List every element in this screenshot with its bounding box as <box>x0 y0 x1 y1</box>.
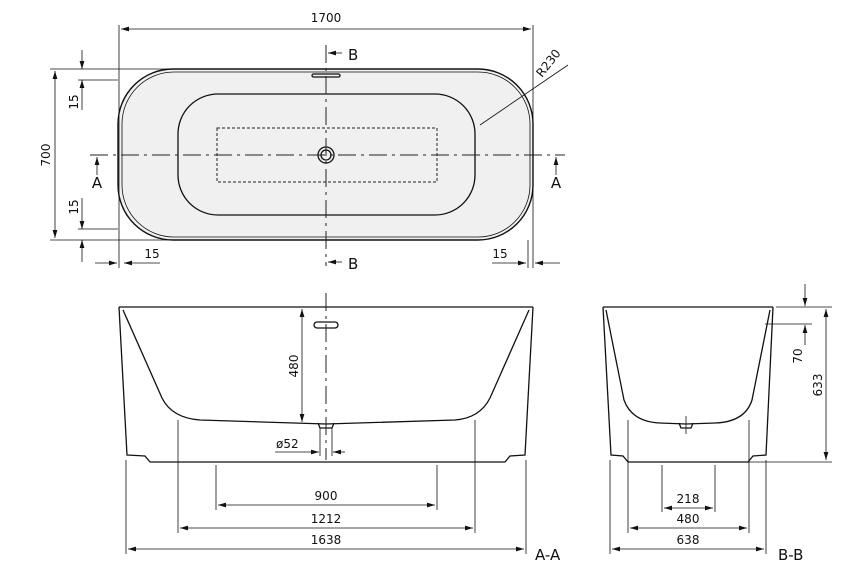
dim-width: 700 <box>39 144 53 167</box>
dim-inner-feet: 218 <box>677 492 700 506</box>
dim-edge-right: 15 <box>492 247 507 261</box>
top-view: 1700 700 15 15 15 15 R230 A A B B <box>39 11 569 273</box>
dim-drain: ø52 <box>276 437 299 451</box>
section-mark-a-right: A <box>551 174 562 192</box>
dim-bottom-length: 1638 <box>311 533 342 547</box>
dim-radius: R230 <box>533 47 563 80</box>
section-label-b-b: B-B <box>778 546 803 564</box>
dim-base-width: 480 <box>677 512 700 526</box>
section-a-a: 480 ø52 900 1212 1638 A-A <box>118 293 561 564</box>
dim-base-width: 1212 <box>311 512 342 526</box>
dim-inner-feet: 900 <box>315 489 338 503</box>
section-label-a-a: A-A <box>535 546 561 564</box>
section-b-b: 70 633 218 480 638 B-B <box>602 284 832 564</box>
dim-edge-bottom: 15 <box>67 199 81 214</box>
section-mark-a-left: A <box>92 174 103 192</box>
dim-rim-slope: 70 <box>791 348 805 363</box>
dim-height: 633 <box>811 374 825 397</box>
section-mark-b-top: B <box>348 46 358 64</box>
dim-depth: 480 <box>287 355 301 378</box>
section-mark-b-bottom: B <box>348 255 358 273</box>
dim-bottom-width: 638 <box>677 533 700 547</box>
dim-edge-top: 15 <box>67 94 81 109</box>
dim-length: 1700 <box>311 11 342 25</box>
dim-edge-left: 15 <box>144 247 159 261</box>
